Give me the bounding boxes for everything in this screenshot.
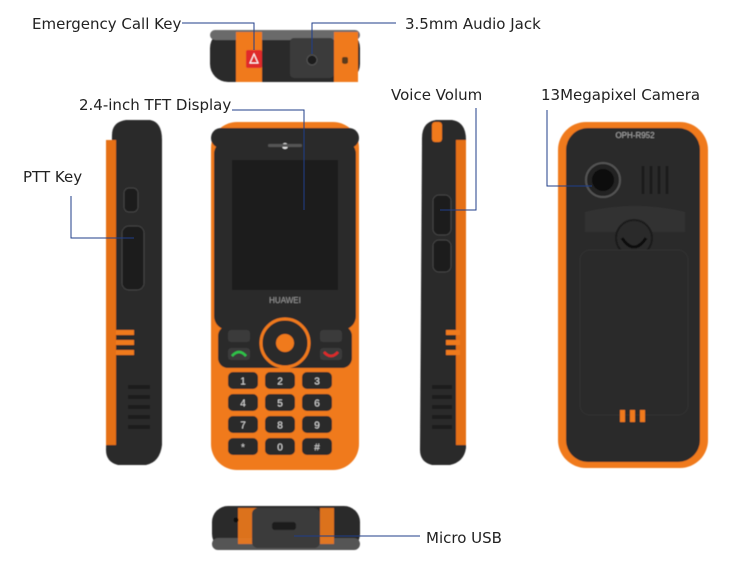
keypad-key (302, 438, 332, 455)
left-side-view (106, 120, 162, 465)
keypad-key-label: 1 (240, 377, 246, 388)
top-view (210, 30, 360, 82)
ok-key (276, 334, 294, 352)
keypad-key (302, 394, 332, 411)
leader-audio-jack (311, 22, 396, 54)
label-ptt-key: PTT Key (23, 168, 83, 186)
keypad-key-label: 9 (314, 421, 320, 432)
keypad-key (265, 438, 295, 455)
label-micro-usb: Micro USB (426, 529, 502, 547)
leader-lines (70, 22, 592, 537)
end-key-icon (323, 351, 339, 358)
bottom-view (212, 506, 360, 550)
leader-voice-volume (440, 108, 477, 211)
keypad-key-label: 4 (240, 399, 246, 410)
keypad-key (302, 416, 332, 433)
keypad-key (228, 416, 258, 433)
leader-emergency-key (182, 22, 255, 50)
usb-port (272, 522, 296, 530)
call-key-icon (231, 350, 247, 357)
keypad-key-label: 7 (240, 421, 246, 432)
label-tft-display: 2.4-inch TFT Display (79, 96, 232, 114)
brand-logo: HUAWEI (269, 296, 301, 305)
camera-lens (592, 169, 614, 191)
keypad-key-label: 6 (314, 399, 320, 410)
label-audio-jack: 3.5mm Audio Jack (405, 15, 541, 33)
label-voice-volume: Voice Volum (391, 86, 483, 104)
leader-tft-display (232, 109, 305, 210)
front-view: HUAWEI 1 2 3 4 5 6 7 8 9 * 0 # (211, 122, 359, 470)
keypad-key-label: 2 (277, 377, 283, 388)
label-emergency-call-key: Emergency Call Key (32, 15, 182, 33)
keypad-key-label: 8 (277, 421, 283, 432)
keypad-key (228, 394, 258, 411)
leader-ptt-key (70, 196, 134, 239)
back-view: OPH-R952 (558, 122, 708, 468)
keypad-key (265, 394, 295, 411)
keypad-key-label: * (241, 443, 245, 454)
keypad-key-label: 3 (314, 377, 320, 388)
keypad-key (228, 372, 258, 389)
keypad: 1 2 3 4 5 6 7 8 9 * 0 # (228, 372, 332, 455)
keypad-key-label: 0 (277, 443, 283, 454)
label-camera: 13Megapixel Camera (541, 86, 701, 104)
keypad-key (265, 372, 295, 389)
right-side-view (420, 120, 466, 465)
keypad-key-label: 5 (277, 399, 283, 410)
model-label: OPH-R952 (615, 131, 655, 140)
keypad-key (228, 438, 258, 455)
tft-screen (232, 160, 338, 290)
keypad-key-label: # (314, 443, 320, 454)
emergency-key (246, 50, 262, 68)
leader-camera (546, 110, 592, 187)
keypad-key (265, 416, 295, 433)
keypad-key (302, 372, 332, 389)
